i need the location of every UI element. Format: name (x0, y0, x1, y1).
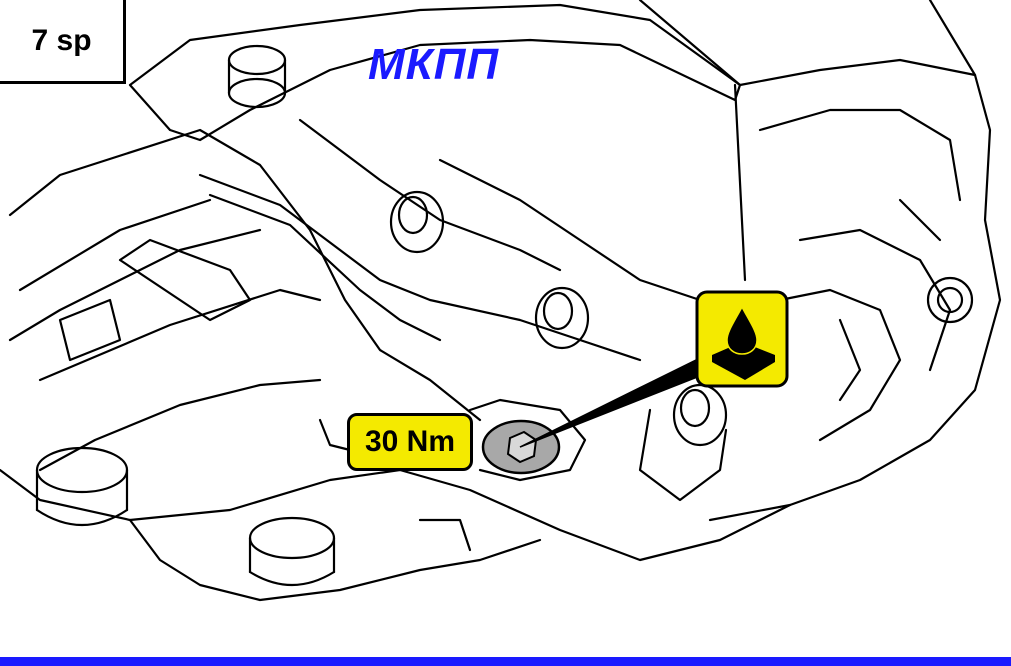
oil-level-icon (695, 290, 789, 388)
bottom-divider (0, 657, 1011, 666)
torque-spec-badge: 30 Nm (347, 413, 473, 471)
transmission-variant-label: 7 sp (0, 0, 126, 84)
upper-flange (128, 3, 742, 142)
diagram-title: МКПП (368, 40, 499, 89)
